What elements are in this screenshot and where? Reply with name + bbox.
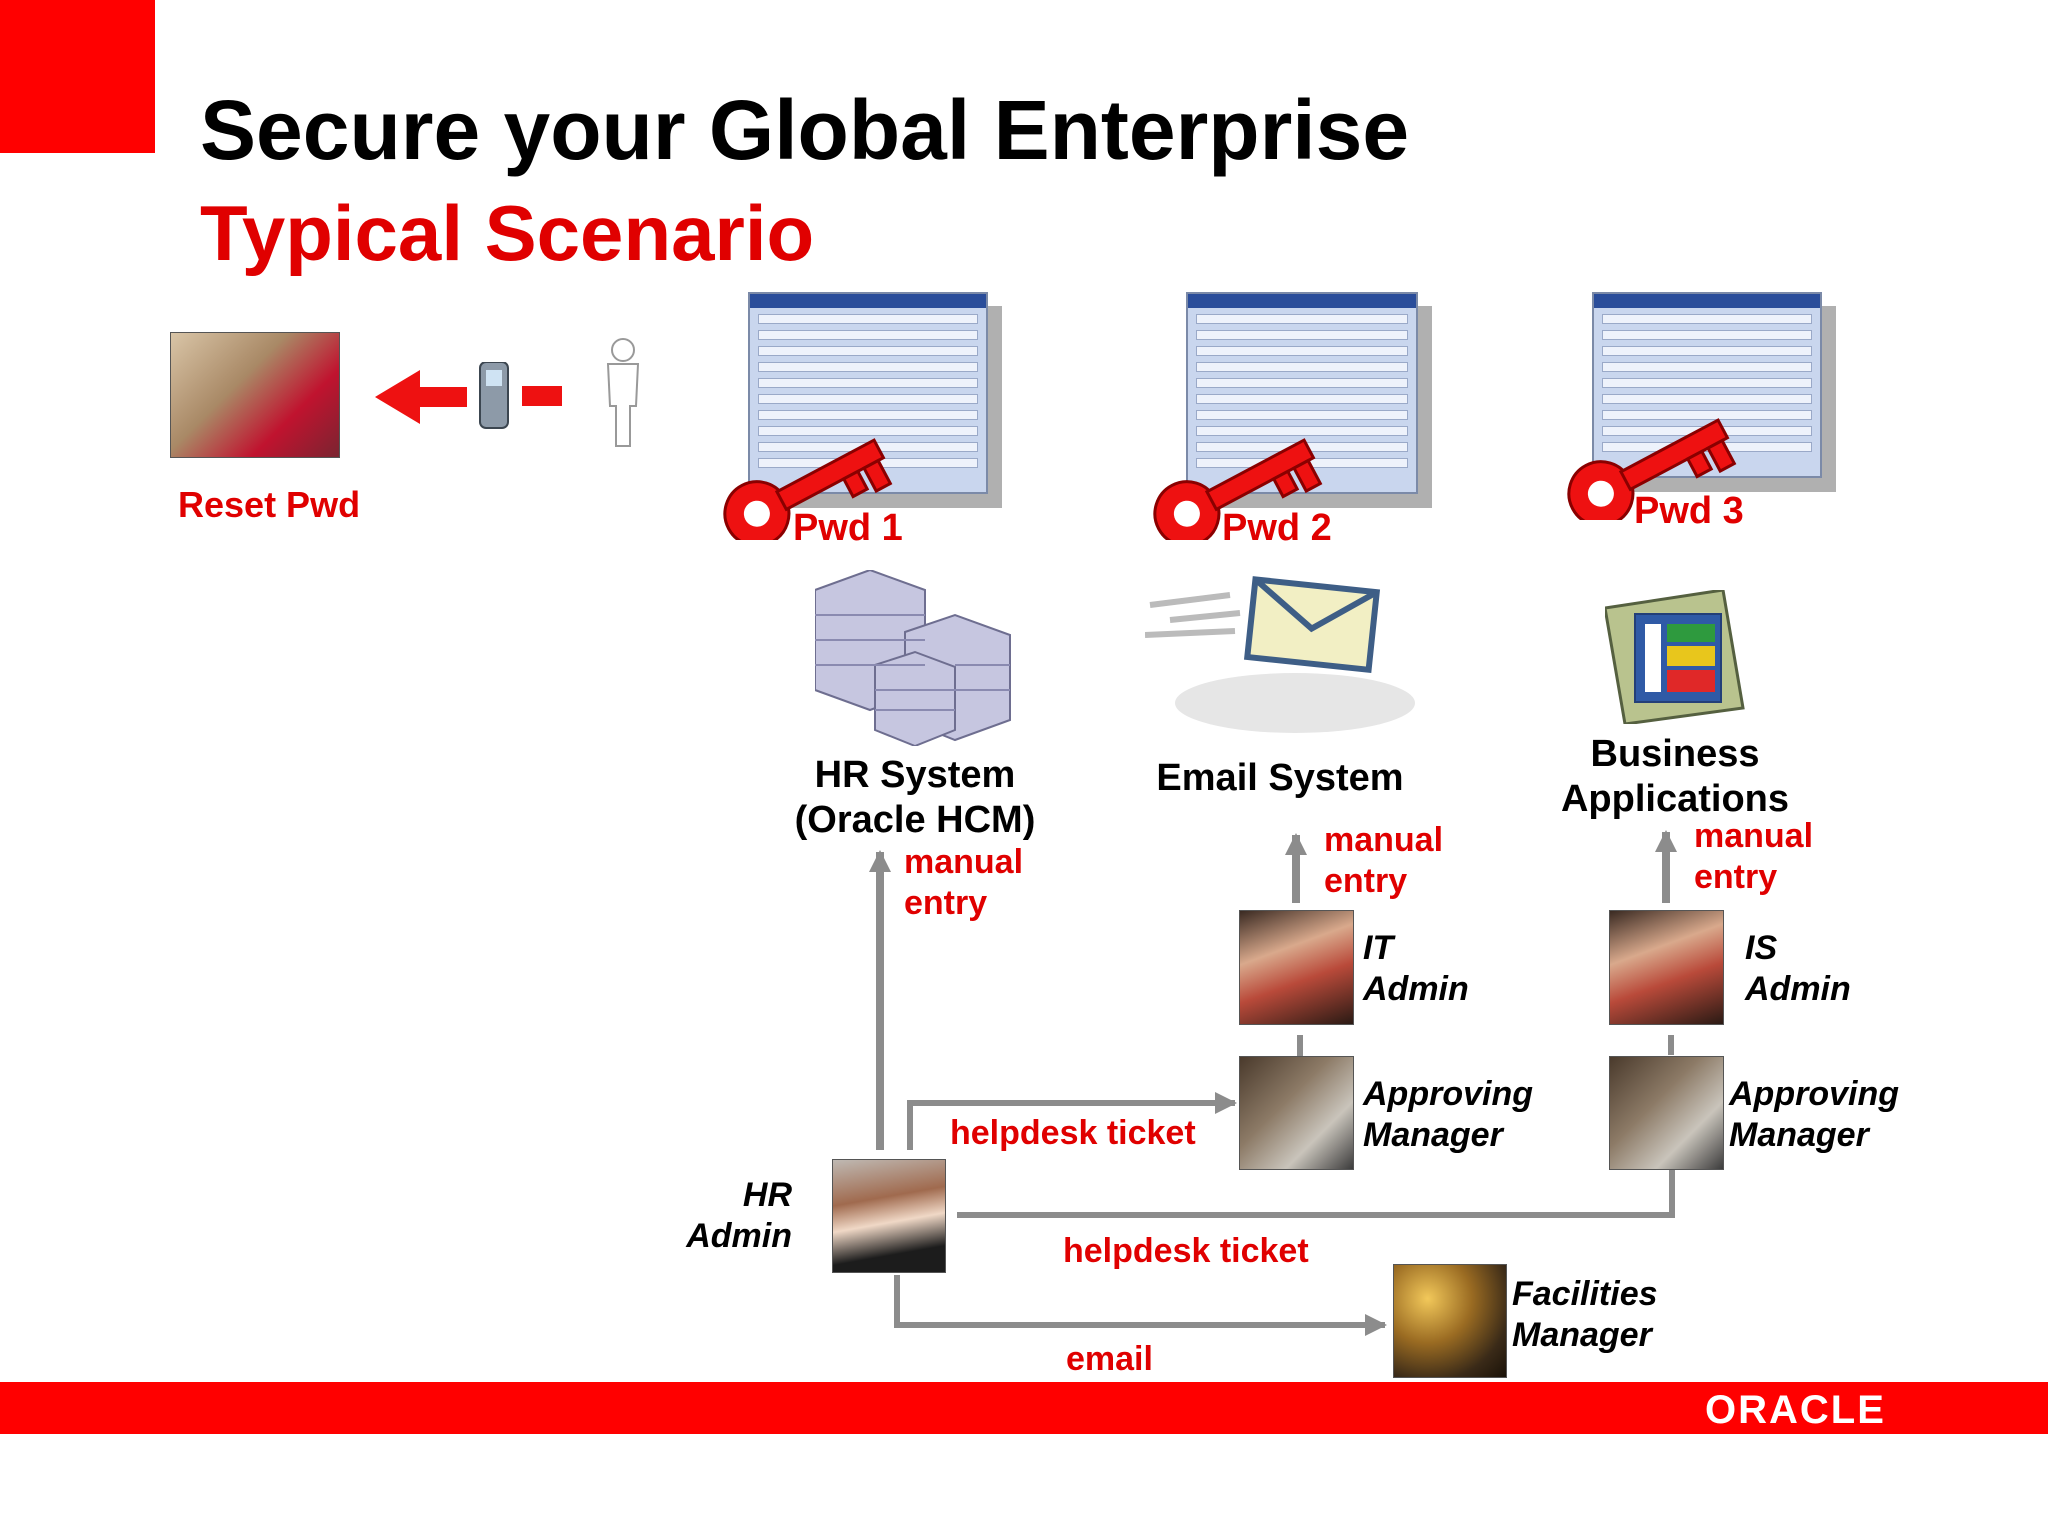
approving-line2: Manager [1363,1116,1503,1154]
manual-text: manual [1324,821,1444,859]
manual-entry-hr: manual entry [904,842,1023,924]
footer-bar [0,1382,2048,1434]
pwd-1-label: Pwd 1 [793,507,903,549]
oracle-logo: ORACLE [1705,1388,1886,1432]
it-admin-line1: IT [1363,929,1394,967]
manual-entry-email: manual entry [1324,820,1443,902]
entry-text: entry [1324,862,1408,900]
manual-entry-business: manual entry [1694,816,1813,898]
business-apps-label: Business Applications [1525,732,1825,822]
connector-email [894,1275,1387,1336]
hr-system-line2: (Oracle HCM) [794,799,1036,841]
business-apps-line2: Applications [1560,778,1790,820]
reset-pwd-label: Reset Pwd [178,484,361,525]
pwd-3-label: Pwd 3 [1634,490,1744,532]
pwd-2-label: Pwd 2 [1222,507,1332,549]
email-app-screenshot [1186,292,1418,494]
approving-manager-photo-2 [1609,1056,1724,1170]
manual-text: manual [1694,817,1814,855]
mobile-phone-icon [479,362,509,429]
hr-admin-line1: HR [742,1176,792,1214]
app-window-icon [1605,590,1745,724]
entry-text: entry [904,884,988,922]
is-admin-line2: Admin [1745,970,1851,1008]
approving-line1: Approving [1729,1075,1899,1113]
corner-accent [0,0,155,153]
approving-manager-label-1: Approving Manager [1363,1074,1533,1156]
dash-icon [522,386,562,406]
hr-admin-label: HR Admin [680,1175,792,1257]
it-admin-line2: Admin [1363,970,1469,1008]
it-admin-photo [1239,910,1354,1025]
approving-line1: Approving [1363,1075,1533,1113]
approving-manager-photo-1 [1239,1056,1354,1170]
slide-title: Secure your Global Enterprise [200,83,1410,177]
facilities-line2: Manager [1512,1316,1652,1354]
manual-text: manual [904,843,1024,881]
approving-line2: Manager [1729,1116,1869,1154]
key-icon [1153,438,1323,540]
key-icon [723,438,893,540]
email-label: email [1066,1340,1153,1378]
server-stack-icon [815,570,1011,746]
facilities-manager-photo [1393,1264,1507,1378]
is-admin-label: IS Admin [1745,928,1851,1010]
hr-system-label: HR System (Oracle HCM) [765,753,1065,843]
connector-helpdesk-1 [907,1092,1237,1150]
key-icon [1567,418,1737,520]
slide-subtitle: Typical Scenario [200,189,815,277]
is-admin-photo [1609,910,1724,1025]
reset-flow-icons [375,362,562,429]
arrow-left-icon [375,370,467,424]
envelope-icon [1145,576,1415,733]
facilities-manager-label: Facilities Manager [1512,1274,1658,1356]
facilities-line1: Facilities [1512,1275,1658,1313]
email-system-label: Email System [1156,757,1404,799]
entry-text: entry [1694,858,1778,896]
helpdesk-ticket-label-2: helpdesk ticket [1063,1232,1309,1270]
hr-system-line1: HR System [814,754,1016,796]
business-apps-line1: Business [1590,733,1760,775]
helpdesk-ticket-label-1: helpdesk ticket [950,1114,1196,1152]
connector-helpdesk-2 [957,1170,1675,1218]
reset-user-photo [170,332,340,458]
is-admin-line1: IS [1745,929,1778,967]
it-admin-label: IT Admin [1363,928,1469,1010]
hr-admin-line2: Admin [686,1217,792,1255]
approving-manager-label-2: Approving Manager [1729,1074,1899,1156]
person-silhouette-icon [606,338,640,447]
hr-admin-photo [832,1159,946,1273]
